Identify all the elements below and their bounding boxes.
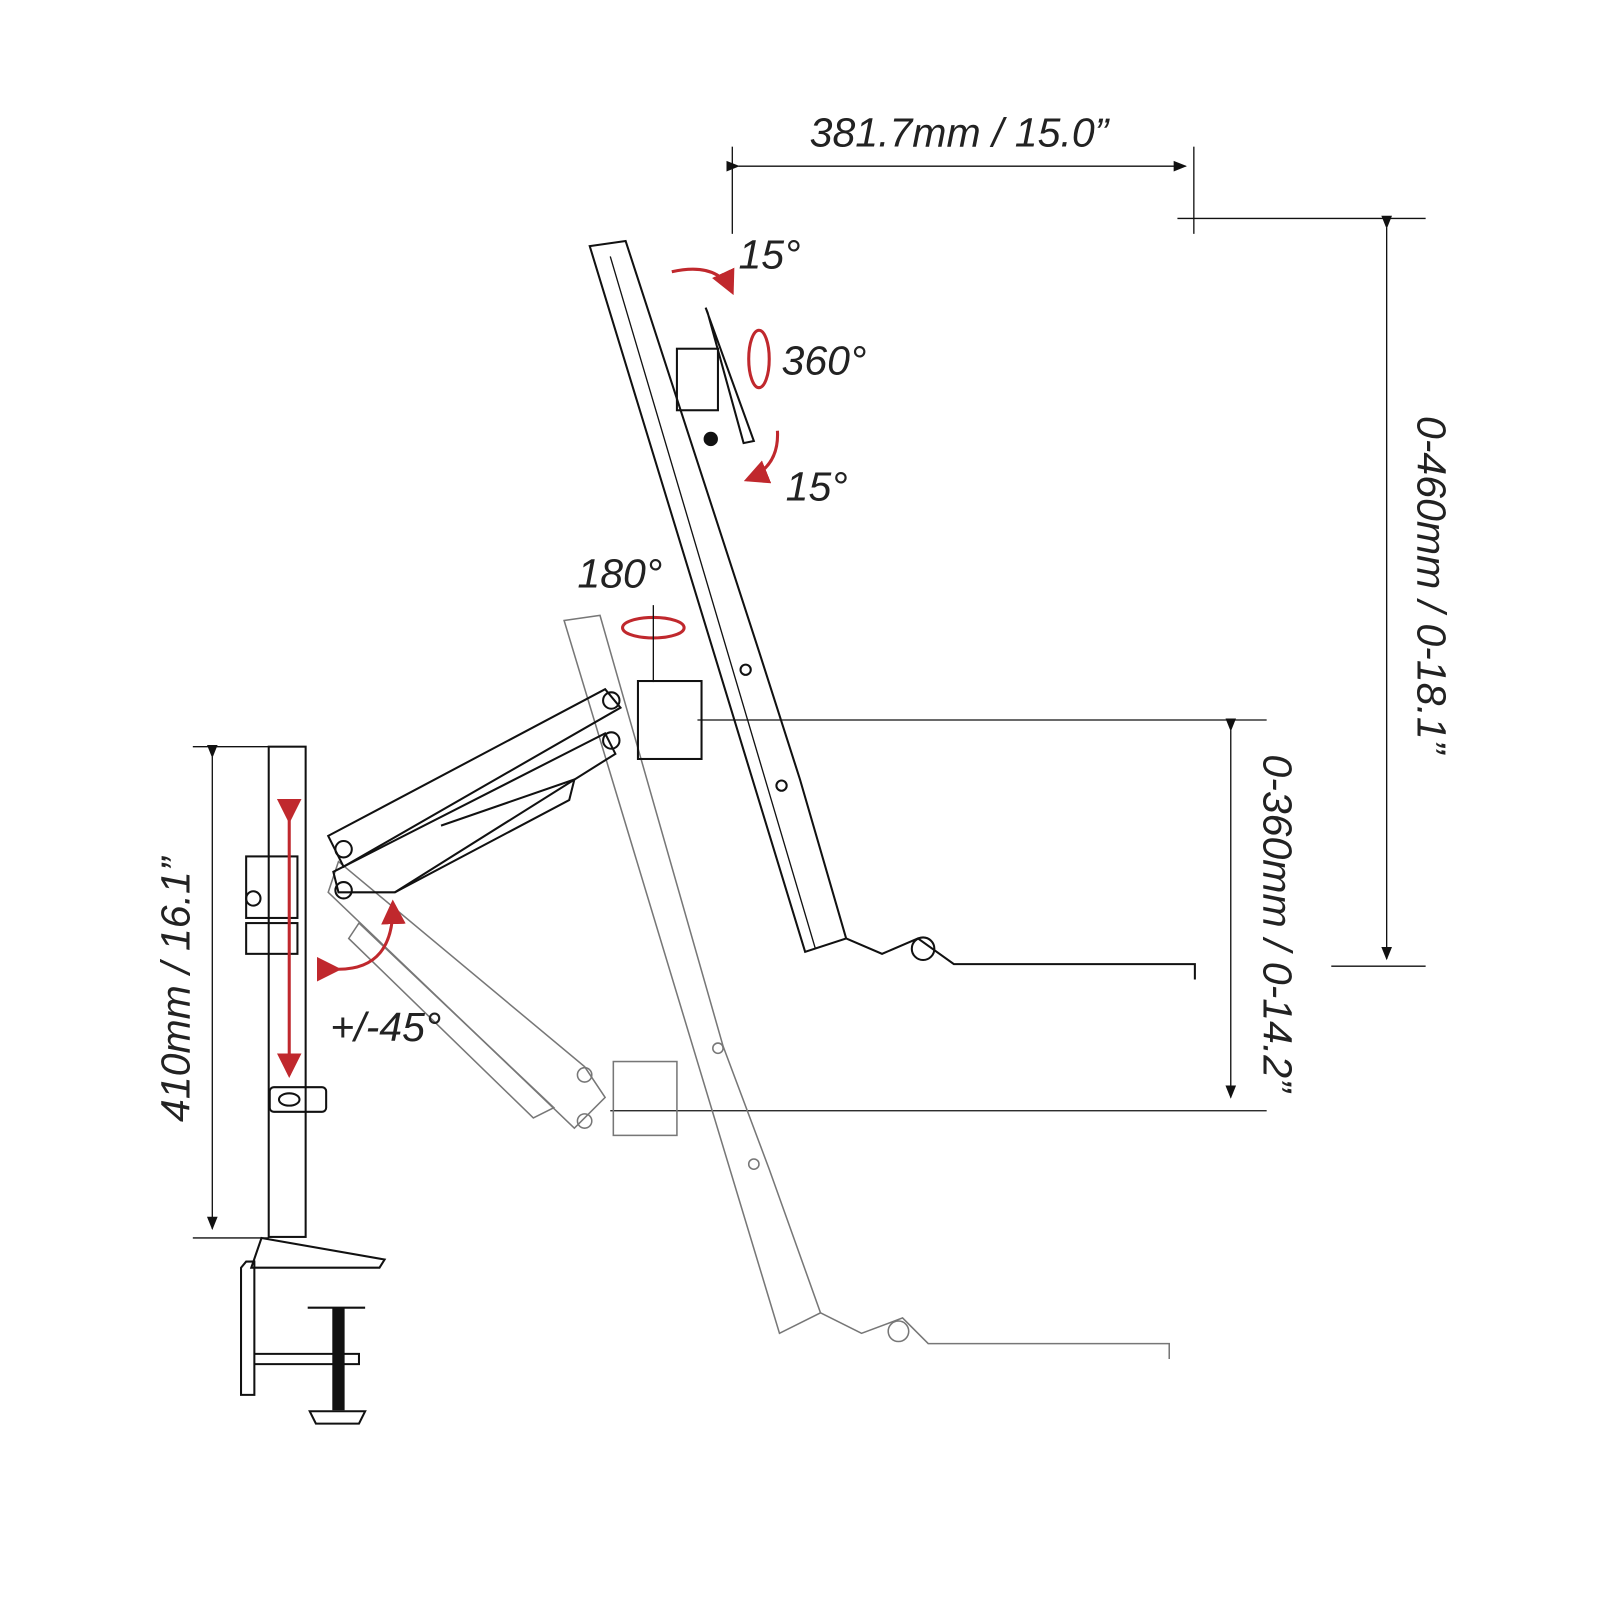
pole bbox=[245, 745, 328, 1238]
rotation-arrow-icon bbox=[747, 328, 771, 390]
total-height-label: 0-460mm / 0-18.1” bbox=[1408, 416, 1454, 756]
desk-clamp bbox=[239, 1236, 387, 1425]
lowered-position-ghost bbox=[327, 614, 1170, 1359]
height-adjust-dimension: 0-360mm / 0-14.2” bbox=[610, 718, 1301, 1112]
pole-height-dimension: 410mm / 16.1” bbox=[153, 744, 269, 1239]
arm-swing-arrow-icon bbox=[316, 899, 406, 982]
tilt-up-arrow-icon bbox=[671, 267, 735, 296]
tilt-down-label: 15° bbox=[786, 464, 848, 510]
motion-arrows bbox=[276, 267, 779, 1078]
total-height-dimension: 0-460mm / 0-18.1” bbox=[1177, 215, 1454, 967]
swivel-label: 180° bbox=[577, 551, 662, 597]
height-adjust-label: 0-360mm / 0-14.2” bbox=[1255, 754, 1301, 1094]
rotation-label: 360° bbox=[782, 337, 867, 383]
pole-height-label: 410mm / 16.1” bbox=[153, 855, 199, 1122]
reach-label: 381.7mm / 15.0” bbox=[810, 110, 1111, 156]
arm bbox=[326, 679, 703, 900]
tilt-up-label: 15° bbox=[738, 232, 800, 278]
arm-swing-label: +/-45° bbox=[330, 1004, 441, 1050]
reach-dimension: 381.7mm / 15.0” bbox=[726, 110, 1195, 234]
monitor-raised bbox=[588, 239, 1196, 980]
tilt-down-arrow-icon bbox=[743, 430, 779, 484]
